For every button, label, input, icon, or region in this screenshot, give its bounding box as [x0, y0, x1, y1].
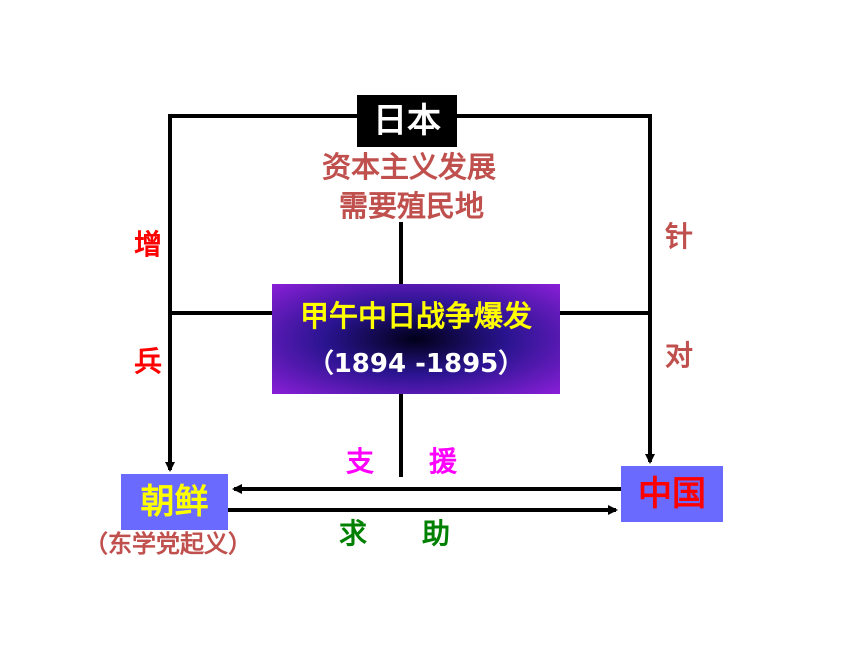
- label-support-1: 支: [346, 445, 375, 478]
- label-left-2: 兵: [134, 345, 163, 378]
- label-right-2: 对: [665, 339, 694, 372]
- node-china-label: 中国: [638, 474, 706, 514]
- node-korea-label: 朝鲜: [140, 482, 209, 522]
- japan-note-line1: 资本主义发展: [322, 150, 497, 184]
- node-war: 甲午中日战争爆发 （1894 -1895）: [272, 284, 560, 394]
- label-left-1: 增: [134, 228, 163, 261]
- war-years: （1894 -1895）: [307, 348, 525, 379]
- korea-note: （东学党起义）: [84, 530, 252, 558]
- label-request-2: 助: [422, 517, 451, 550]
- node-japan: 日本: [357, 95, 457, 147]
- japan-note-line2: 需要殖民地: [339, 189, 485, 223]
- node-china: 中国: [621, 466, 723, 522]
- label-request-1: 求: [339, 517, 368, 550]
- node-japan-label: 日本: [373, 101, 441, 141]
- label-right-1: 针: [665, 220, 694, 253]
- label-support-2: 援: [429, 445, 458, 478]
- node-korea: 朝鲜: [121, 474, 228, 530]
- war-title: 甲午中日战争爆发: [299, 298, 532, 333]
